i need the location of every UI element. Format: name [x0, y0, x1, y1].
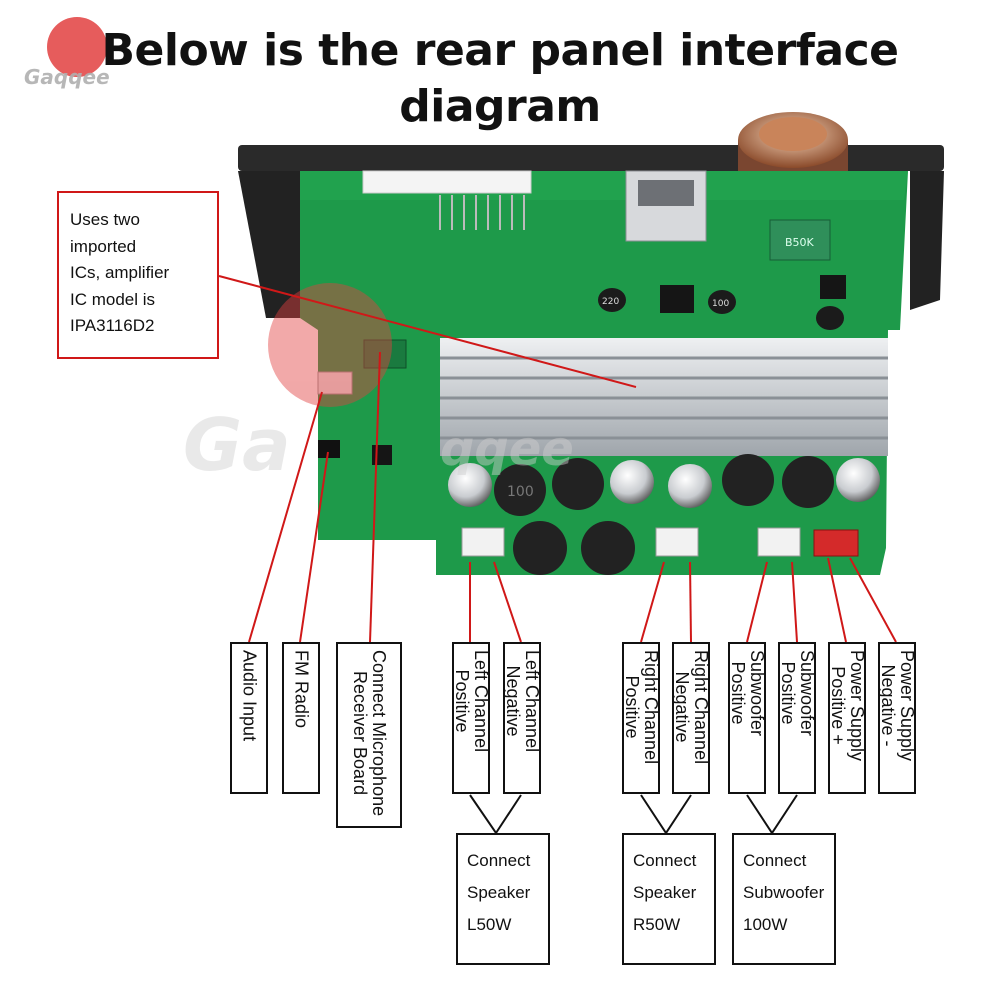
ribbon-connector [362, 170, 532, 194]
note-line: Uses two [70, 210, 140, 229]
note-line: ICs, amplifier [70, 263, 170, 282]
potentiometer: B50K [769, 219, 831, 261]
page-title-line-1: Below is the rear panel interface [101, 25, 899, 76]
ic-note: Uses two imported ICs, amplifier IC mode… [57, 191, 219, 359]
svg-text:Ga: Ga [183, 403, 291, 487]
label-audio-input: Audio Input [230, 642, 268, 794]
small-capacitors: 220 100 [598, 275, 846, 330]
svg-text:100: 100 [712, 299, 729, 309]
svg-text:B50K: B50K [785, 236, 815, 249]
page-title-line-2: diagram [399, 81, 601, 132]
svg-text:qqee: qqee [440, 421, 574, 477]
note-line: IC model is [70, 289, 156, 309]
watermark-brand: Gaqqee [24, 65, 110, 89]
usb-port [625, 170, 707, 242]
terminal-blocks [461, 527, 859, 557]
label-fm-radio: FM Radio [282, 642, 320, 794]
note-line: imported [70, 236, 137, 256]
svg-text:220: 220 [602, 297, 619, 307]
bracket-lines [469, 794, 798, 835]
watermark-logo: Gaqqee [24, 17, 110, 89]
note-line: IPA3116D2 [70, 316, 155, 335]
power-components: 100 [448, 454, 880, 575]
leader-lines [218, 275, 897, 643]
svg-text:100: 100 [507, 484, 534, 500]
heatsink [440, 338, 888, 456]
